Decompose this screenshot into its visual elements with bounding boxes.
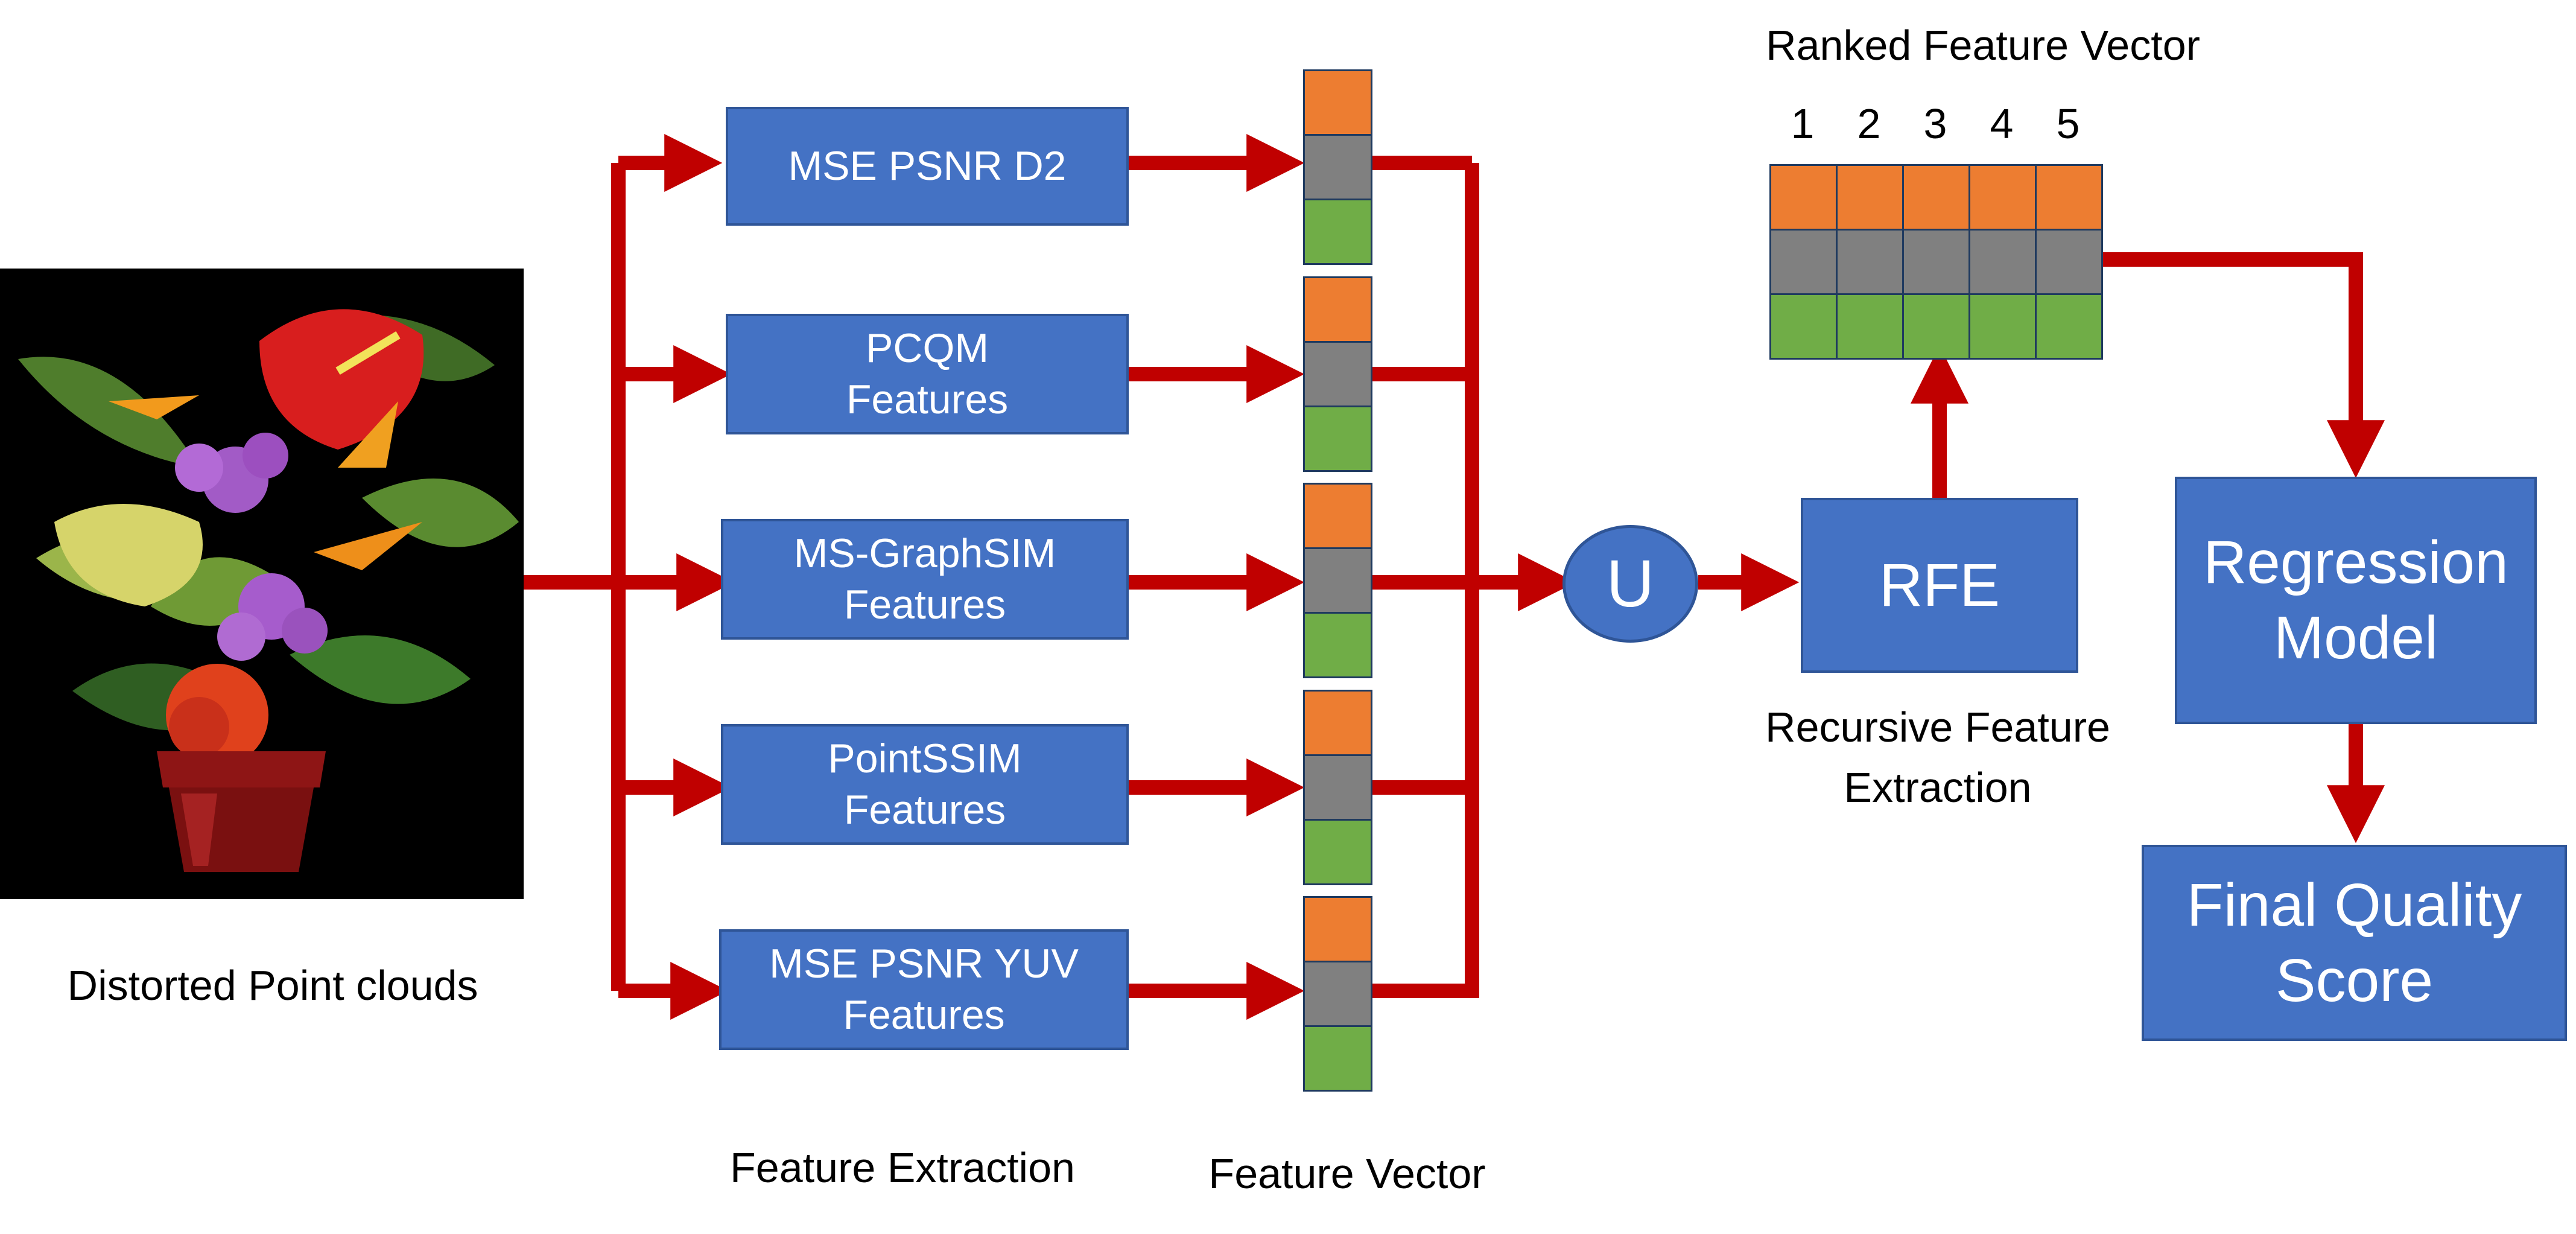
feature-box-4-line-1: PointSSIM (828, 736, 1022, 781)
feature-box-5-line-1: MSE PSNR YUV (769, 941, 1079, 987)
final-score-line-2: Score (2275, 946, 2434, 1014)
feature-extraction-caption: Feature Extraction (730, 1144, 1075, 1191)
ranked-cell (1836, 164, 1904, 231)
feature-box-1-line-1: MSE PSNR D2 (788, 143, 1067, 189)
ranked-cell (1968, 229, 2037, 295)
feature-box-pointssim: PointSSIM Features (721, 724, 1129, 845)
rank-number: 2 (1857, 100, 1881, 147)
ranked-cell (1836, 229, 1904, 295)
ranked-cell (1968, 293, 2037, 360)
final-quality-score-box: Final Quality Score (2142, 845, 2567, 1041)
ranked-cell (1902, 229, 1970, 295)
feature-box-4-line-2: Features (843, 787, 1006, 833)
ranked-cell (2035, 164, 2103, 231)
vector-cell (1303, 690, 1372, 756)
vector-cell (1303, 276, 1372, 343)
rfe-label: RFE (1879, 551, 2000, 619)
rfe-caption-line-1: Recursive Feature (1765, 704, 2110, 751)
rfe-box: RFE (1801, 498, 2078, 673)
feature-box-mse-psnr-d2: MSE PSNR D2 (726, 107, 1129, 226)
regression-line-2: Model (2273, 604, 2438, 672)
vector-cell (1303, 961, 1372, 1027)
union-node: U (1562, 525, 1698, 643)
feature-box-ms-graphsim: MS-GraphSIM Features (721, 519, 1129, 640)
feature-vector-caption: Feature Vector (1208, 1150, 1486, 1197)
vector-cell (1303, 612, 1372, 678)
ranked-cell (1769, 164, 1838, 231)
vector-cell (1303, 547, 1372, 614)
feature-box-pcqm: PCQM Features (726, 314, 1129, 434)
ranked-cell (1968, 164, 2037, 231)
ranked-cell (1769, 229, 1838, 295)
feature-box-2-line-1: PCQM (865, 325, 989, 371)
feature-box-mse-psnr-yuv: MSE PSNR YUV Features (719, 929, 1129, 1050)
feature-box-3-line-1: MS-GraphSIM (793, 530, 1056, 576)
regression-line-1: Regression (2203, 529, 2508, 596)
ranked-cell (2035, 229, 2103, 295)
union-symbol: U (1606, 547, 1655, 621)
ranked-cell (1769, 293, 1838, 360)
final-score-line-1: Final Quality (2186, 871, 2522, 939)
rank-number: 3 (1923, 100, 1947, 147)
point-cloud-image (0, 269, 524, 899)
rank-number: 1 (1791, 100, 1815, 147)
rank-number: 4 (1990, 100, 2014, 147)
rank-number: 5 (2056, 100, 2080, 147)
flower-bouquet-icon (0, 269, 524, 899)
vector-cell (1303, 1025, 1372, 1092)
ranked-vector-title: Ranked Feature Vector (1766, 22, 2200, 69)
ranked-cell (1902, 164, 1970, 231)
ranked-cell (1836, 293, 1904, 360)
vector-cell (1303, 896, 1372, 962)
vector-cell (1303, 341, 1372, 407)
vector-cell (1303, 69, 1372, 136)
vector-cell (1303, 134, 1372, 200)
feature-box-5-line-2: Features (843, 992, 1005, 1038)
ranked-cell (2035, 293, 2103, 360)
vector-cell (1303, 199, 1372, 265)
arrow-ranked-to-regression (2087, 252, 2385, 479)
ranked-cell (1902, 293, 1970, 360)
vector-cell (1303, 483, 1372, 549)
regression-model-box: Regression Model (2175, 477, 2537, 724)
input-caption: Distorted Point clouds (67, 962, 478, 1009)
rfe-caption-line-2: Extraction (1844, 764, 2032, 811)
vector-cell (1303, 406, 1372, 472)
vector-cell (1303, 819, 1372, 885)
feature-box-3-line-2: Features (843, 582, 1006, 628)
feature-box-2-line-2: Features (846, 377, 1009, 422)
vector-cell (1303, 754, 1372, 821)
